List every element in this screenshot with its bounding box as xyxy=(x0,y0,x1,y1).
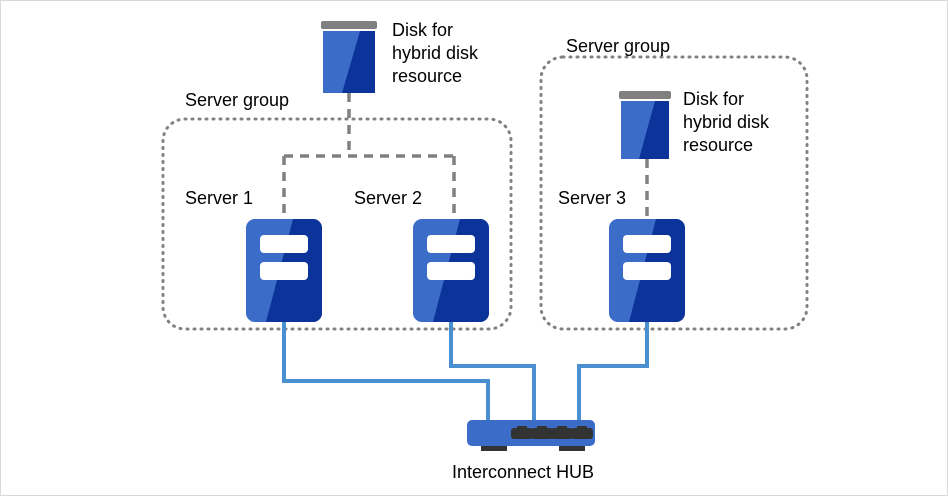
server-group-left-boundary xyxy=(161,117,513,331)
disk-shared-left-label: Disk for hybrid disk resource xyxy=(392,20,479,86)
network-link-server-1 xyxy=(282,322,490,426)
server-icon-2[interactable] xyxy=(413,219,489,322)
server-icon-1[interactable] xyxy=(246,219,322,322)
network-link-server-2 xyxy=(449,322,536,426)
disk-icon-shared-left[interactable] xyxy=(321,21,377,93)
disk-right-label: Disk for hybrid disk resource xyxy=(683,89,770,155)
server-group-left-label: Server group xyxy=(185,90,290,110)
server-icon-3[interactable] xyxy=(609,219,685,322)
disk-link-shared-left xyxy=(282,93,456,221)
server-2-label: Server 2 xyxy=(354,188,423,208)
server-group-right-label: Server group xyxy=(566,36,671,56)
interconnect-hub-icon[interactable] xyxy=(467,420,595,451)
network-link-server-3 xyxy=(577,322,649,426)
server-3-label: Server 3 xyxy=(558,188,627,208)
hub-ports xyxy=(511,426,593,439)
server-1-label: Server 1 xyxy=(185,188,254,208)
disk-icon-right[interactable] xyxy=(619,91,671,159)
interconnect-hub-label: Interconnect HUB xyxy=(452,462,595,482)
server-group-right-boundary xyxy=(539,55,809,331)
